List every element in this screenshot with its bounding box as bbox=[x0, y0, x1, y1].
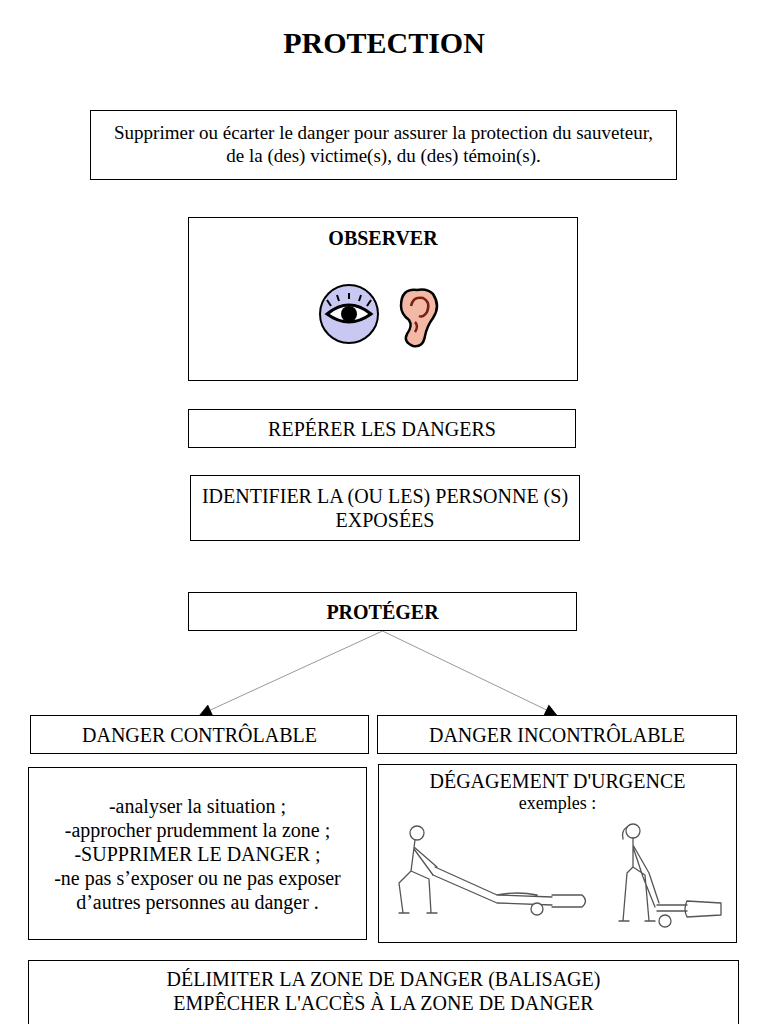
box-text: DÉGAGEMENT D'URGENCE bbox=[430, 769, 686, 793]
process-box: DÉGAGEMENT D'URGENCEexemples : bbox=[378, 764, 737, 943]
process-box: DANGER CONTRÔLABLE bbox=[30, 715, 369, 754]
box-text: DANGER INCONTRÔLABLE bbox=[429, 723, 685, 747]
eye-icon bbox=[320, 285, 378, 343]
drag-by-feet-figure bbox=[399, 826, 586, 915]
box-text: PROTÉGER bbox=[326, 600, 438, 624]
rescue-illustration bbox=[387, 821, 727, 941]
process-box: DANGER INCONTRÔLABLE bbox=[377, 715, 737, 754]
box-text: OBSERVER bbox=[328, 226, 437, 250]
process-box: DÉLIMITER LA ZONE DE DANGER (BALISAGE)EM… bbox=[28, 960, 739, 1024]
process-box: OBSERVER bbox=[188, 217, 578, 381]
list-item: -analyser la situation ; bbox=[109, 794, 286, 818]
box-text: DANGER CONTRÔLABLE bbox=[82, 723, 317, 747]
arrow-connector bbox=[383, 631, 558, 715]
list-item: -SUPPRIMER LE DANGER ; bbox=[74, 842, 320, 866]
arrow-connector bbox=[200, 631, 383, 715]
box-text: DÉLIMITER LA ZONE DE DANGER (BALISAGE) bbox=[167, 967, 601, 991]
drag-by-wrists-figure bbox=[619, 824, 721, 927]
page-title: PROTECTION bbox=[0, 26, 768, 60]
observe-icons bbox=[309, 276, 459, 356]
box-text: IDENTIFIER LA (OU LES) PERSONNE (S) EXPO… bbox=[199, 484, 571, 532]
process-box: IDENTIFIER LA (OU LES) PERSONNE (S) EXPO… bbox=[190, 475, 580, 541]
process-box: REPÉRER LES DANGERS bbox=[188, 409, 576, 448]
box-text: Supprimer ou écarter le danger pour assu… bbox=[105, 122, 662, 168]
box-text: REPÉRER LES DANGERS bbox=[268, 417, 496, 441]
process-box: PROTÉGER bbox=[188, 592, 577, 631]
process-box: Supprimer ou écarter le danger pour assu… bbox=[90, 110, 677, 180]
process-box: -analyser la situation ;-approcher prude… bbox=[28, 767, 367, 940]
list-item: -ne pas s’exposer ou ne pas exposer d’au… bbox=[37, 866, 358, 914]
list-item: -approcher prudemment la zone ; bbox=[65, 818, 330, 842]
box-text: exemples : bbox=[519, 793, 596, 815]
box-text: EMPÊCHER L'ACCÈS À LA ZONE DE DANGER bbox=[173, 991, 593, 1015]
ear-icon bbox=[401, 290, 437, 347]
